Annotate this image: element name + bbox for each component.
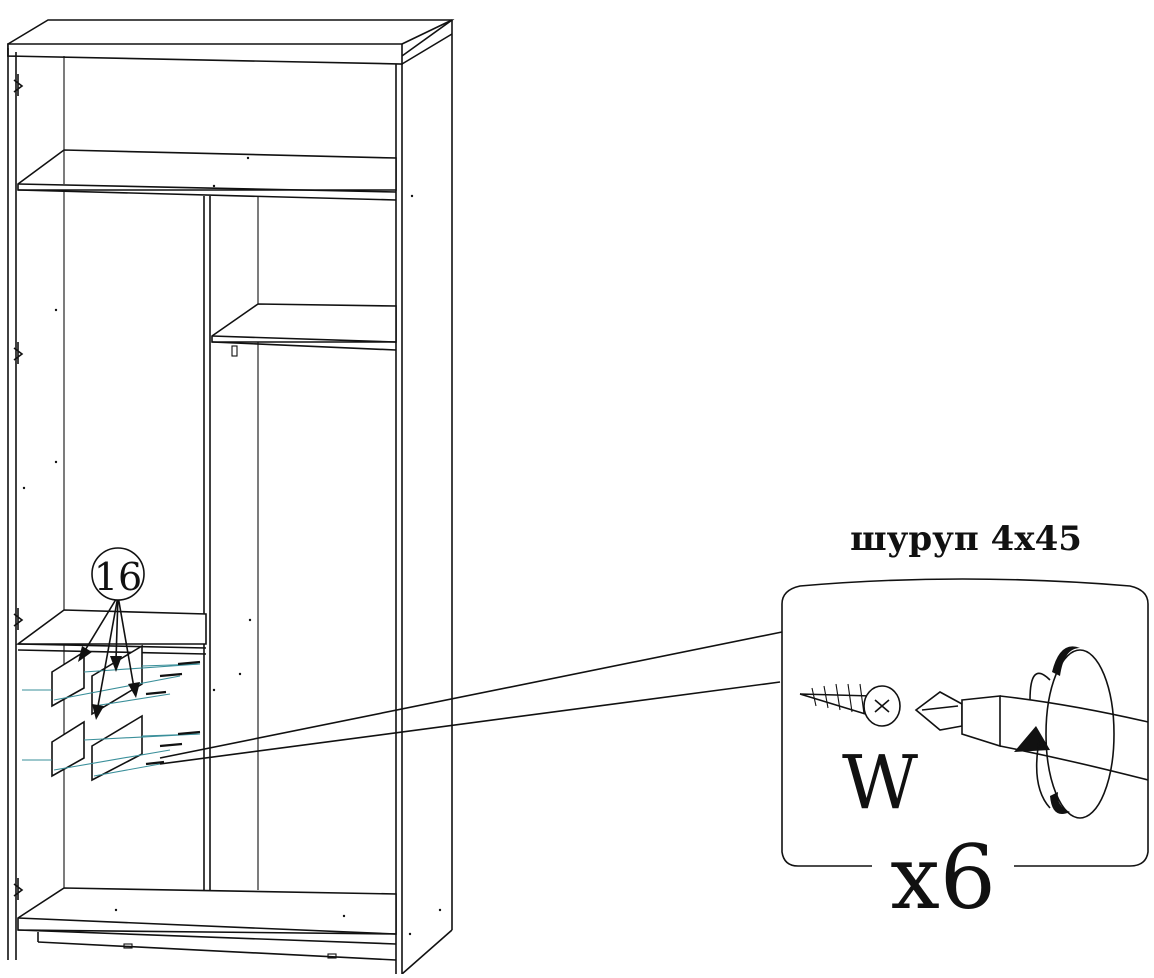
rotation-arrow-icon [1014,646,1115,819]
zoom-lead-line [159,681,781,765]
screw-icon [799,683,901,727]
drawer-rail-assembly [22,644,201,782]
fastener-code: W [842,740,918,826]
quantity-label: x6 [890,826,996,929]
zoom-lead-line [159,631,783,759]
part-number-callout: 16 [91,547,145,601]
fastener-detail-box: W x6 [781,578,1149,929]
hinge-icon [13,342,24,364]
hinge-icon [13,74,24,96]
pointer-arrow-icon [78,595,140,720]
part-number: 16 [94,555,142,599]
screw-label: шуруп 4х45 [850,519,1082,559]
wardrobe-illustration [7,19,455,975]
hinge-icon [13,608,24,630]
hinge-icon [13,878,24,900]
screwdriver-icon [914,691,1149,781]
